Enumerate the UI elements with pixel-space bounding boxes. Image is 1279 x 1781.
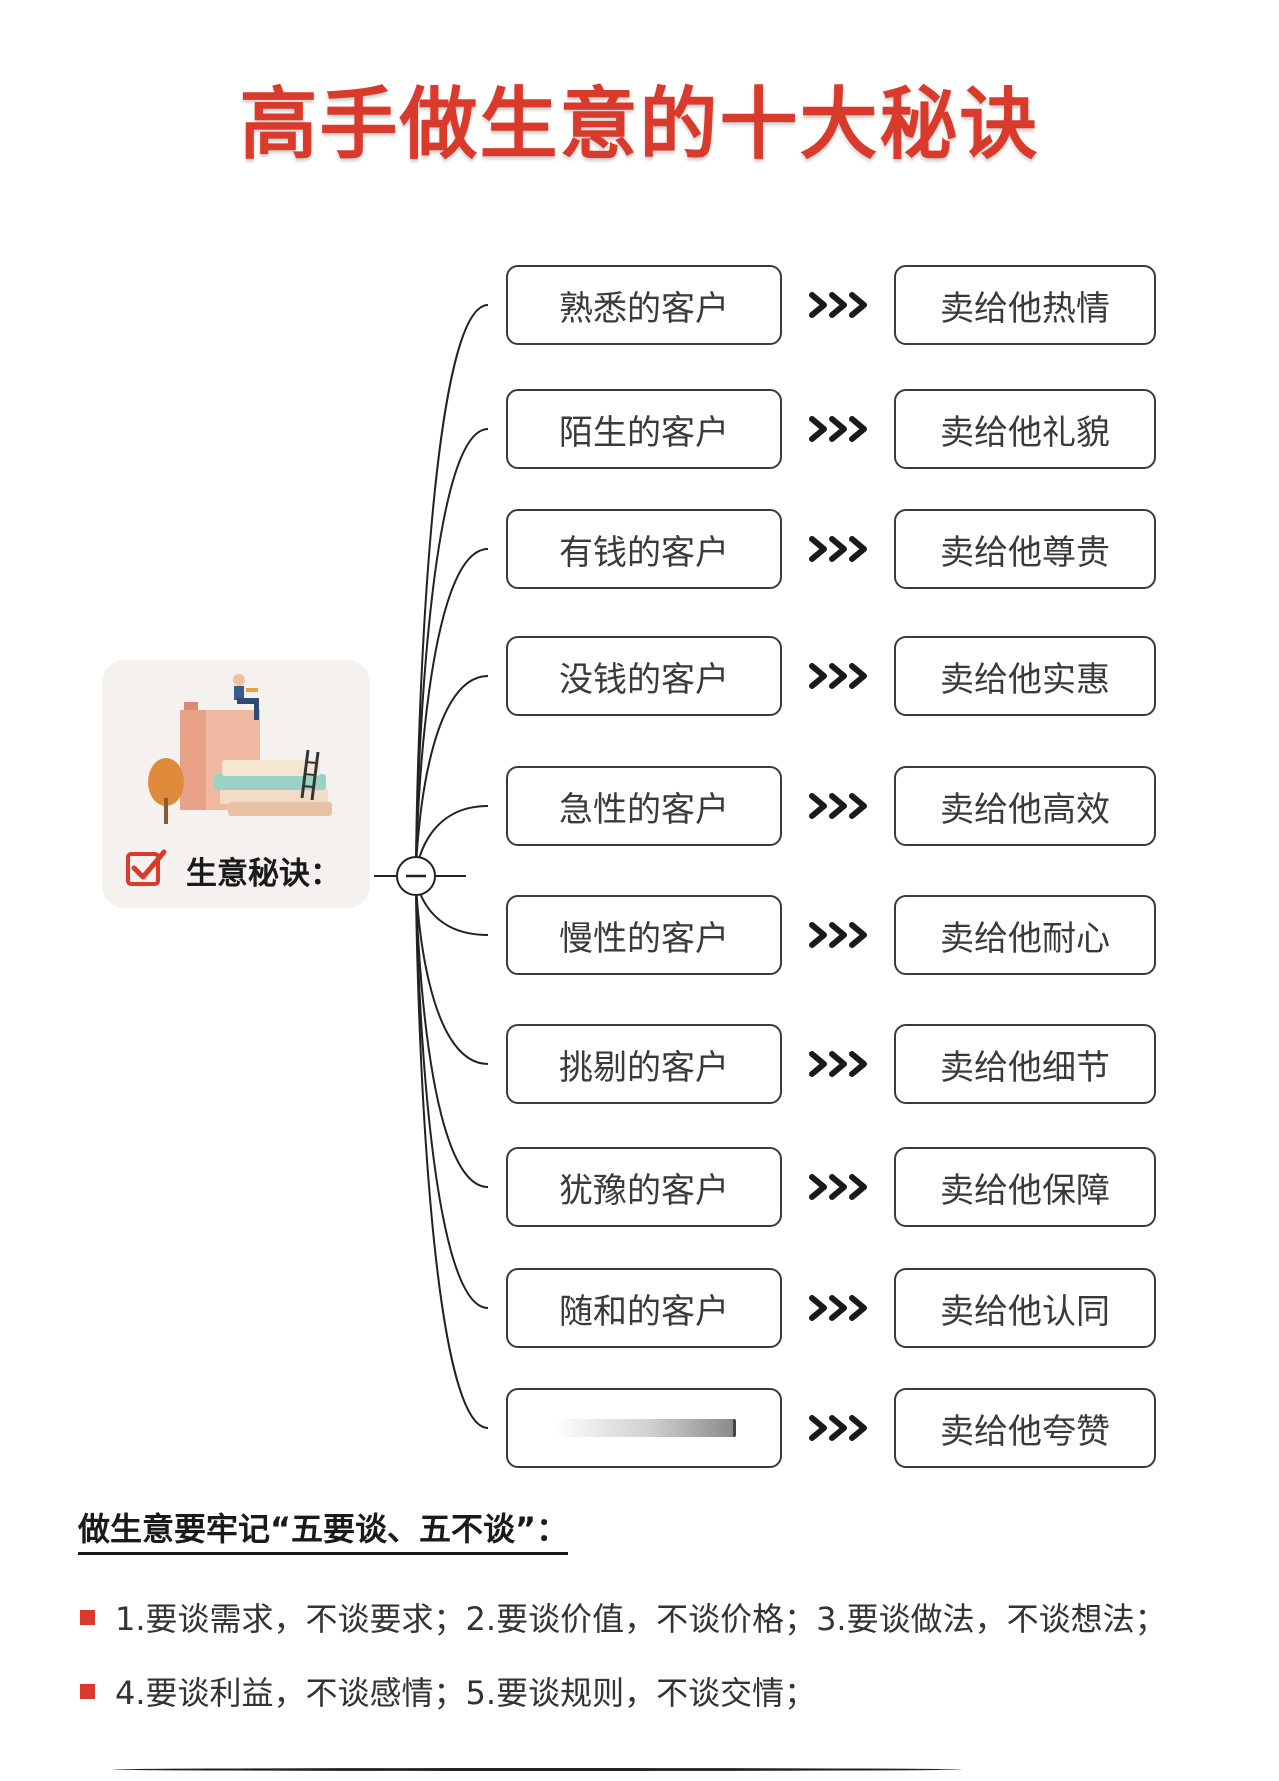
customer-node-5[interactable]: 急性的客户 [506, 766, 782, 846]
approach-node-7[interactable]: 卖给他细节 [894, 1024, 1156, 1104]
customer-node-7[interactable]: 挑剔的客户 [506, 1024, 782, 1104]
bullet-square-icon [80, 1609, 95, 1625]
approach-node-5[interactable]: 卖给他高效 [894, 766, 1156, 846]
connector-curve [415, 875, 489, 1429]
tips-heading: 做生意要牢记“五要谈、五不谈”： [78, 1504, 569, 1555]
page-title: 高手做生意的十大秘诀 [239, 80, 1040, 170]
customer-node-6[interactable]: 慢性的客户 [506, 895, 782, 975]
triple-chevron-icon [808, 290, 874, 320]
connector-curve [415, 428, 489, 877]
customer-node-3[interactable]: 有钱的客户 [506, 509, 782, 589]
connector-curve [415, 875, 489, 936]
triple-chevron-icon [808, 920, 874, 950]
customer-node-4[interactable]: 没钱的客户 [506, 636, 782, 716]
triple-chevron-icon [808, 791, 874, 821]
approach-node-8[interactable]: 卖给他保障 [894, 1147, 1156, 1227]
approach-node-3[interactable]: 卖给他尊贵 [894, 509, 1156, 589]
triple-chevron-icon [808, 534, 874, 564]
person-on-books-icon [148, 674, 332, 824]
approach-node-2[interactable]: 卖给他礼貌 [894, 389, 1156, 469]
root-node[interactable]: 生意秘诀： [102, 660, 370, 908]
approach-node-4[interactable]: 卖给他实惠 [894, 636, 1156, 716]
bottom-divider [112, 1768, 962, 1771]
triple-chevron-icon [808, 1049, 874, 1079]
triple-chevron-icon [808, 1172, 874, 1202]
approach-node-1[interactable]: 卖给他热情 [894, 265, 1156, 345]
connector-curve [415, 875, 489, 1188]
approach-node-9[interactable]: 卖给他认同 [894, 1268, 1156, 1348]
tip-text: 4.要谈利益，不谈感情；5.要谈规则，不谈交情； [115, 1674, 817, 1712]
triple-chevron-icon [808, 414, 874, 444]
triple-chevron-icon [808, 1413, 874, 1443]
customer-node-10[interactable] [506, 1388, 782, 1468]
tip-text: 1.要谈需求，不谈要求；2.要谈价值，不谈价格；3.要谈做法，不谈想法； [115, 1600, 1167, 1638]
obscured-text [552, 1419, 736, 1437]
approach-node-6[interactable]: 卖给他耐心 [894, 895, 1156, 975]
customer-node-8[interactable]: 犹豫的客户 [506, 1147, 782, 1227]
approach-node-10[interactable]: 卖给他夸赞 [894, 1388, 1156, 1468]
bullet-square-icon [80, 1683, 95, 1699]
root-label: 生意秘诀： [186, 856, 341, 892]
check-box-icon [126, 849, 167, 886]
triple-chevron-icon [808, 661, 874, 691]
connector-curve [415, 875, 489, 1309]
connector-curve [415, 805, 489, 877]
customer-node-9[interactable]: 随和的客户 [506, 1268, 782, 1348]
tip-item-1: 1.要谈需求，不谈要求；2.要谈价值，不谈价格；3.要谈做法，不谈想法； [80, 1594, 1167, 1640]
customer-node-2[interactable]: 陌生的客户 [506, 389, 782, 469]
customer-node-1[interactable]: 熟悉的客户 [506, 265, 782, 345]
tip-item-2: 4.要谈利益，不谈感情；5.要谈规则，不谈交情； [80, 1668, 816, 1714]
triple-chevron-icon [808, 1293, 874, 1323]
